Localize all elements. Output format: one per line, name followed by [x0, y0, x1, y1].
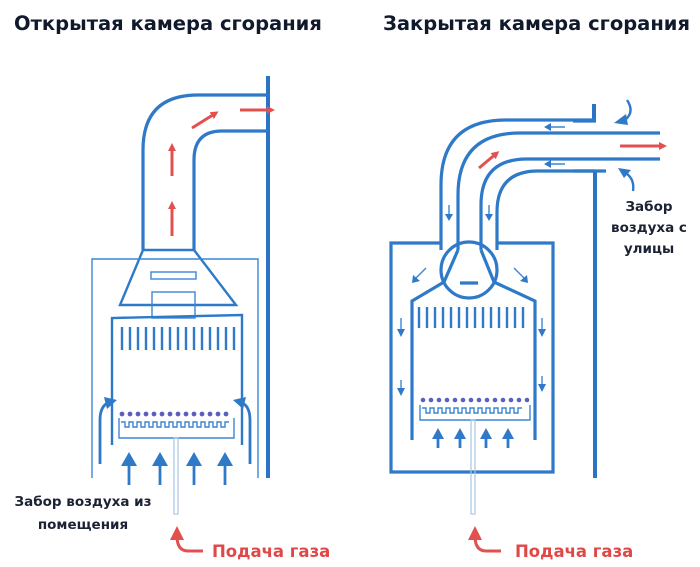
closed-gas-supply-label: Подача газа	[515, 542, 633, 561]
closed-gas-pipe	[470, 419, 476, 515]
open-fins	[120, 327, 236, 350]
open-burner	[118, 411, 235, 439]
closed-air-intake-label-line2: воздуха с	[611, 220, 687, 236]
open-air-intake-label-line2: помещения	[38, 517, 128, 533]
coax-flue-outer	[456, 131, 660, 250]
closed-air-intake-label-line1: Забор	[625, 199, 672, 215]
open-gas-supply-label: Подача газа	[212, 542, 330, 561]
hood-neck	[151, 291, 196, 319]
open-air-arrows	[98, 397, 252, 485]
closed-burner	[419, 397, 531, 421]
open-chimney-inner	[192, 129, 268, 250]
coax-inner	[495, 169, 594, 250]
open-chimney-outer	[141, 93, 268, 250]
closed-air-intake-label-line3: улицы	[624, 241, 674, 257]
open-heat-exchanger	[110, 313, 244, 445]
coax-outer	[439, 118, 594, 250]
closed-fins	[417, 307, 525, 328]
open-flue-arrows	[168, 106, 275, 236]
closed-heat-exchanger	[410, 280, 537, 440]
open-gas-arrowhead	[170, 526, 184, 540]
fan	[439, 240, 499, 300]
closed-flue-arrows	[478, 142, 667, 170]
closed-flames	[420, 397, 530, 403]
open-chamber-diagram: Забор воздуха из помещения Подача газа	[15, 76, 330, 561]
coax-flue-inner	[479, 157, 660, 250]
open-chamber-title: Открытая камера сгорания	[14, 12, 322, 35]
closed-casing	[389, 241, 555, 474]
open-gas-pipe	[173, 437, 179, 515]
draft-hood	[118, 248, 239, 307]
hood-baffle	[150, 271, 197, 280]
closed-gas-arrowhead	[468, 526, 482, 540]
closed-air-arrows	[397, 99, 635, 448]
open-flames	[119, 411, 229, 417]
open-air-intake-label-line1: Забор воздуха из	[15, 494, 152, 510]
closed-chamber-title: Закрытая камера сгорания	[383, 12, 690, 35]
open-casing	[91, 258, 259, 478]
closed-chamber-diagram: Забор воздуха с улицы Подача газа	[389, 99, 687, 561]
